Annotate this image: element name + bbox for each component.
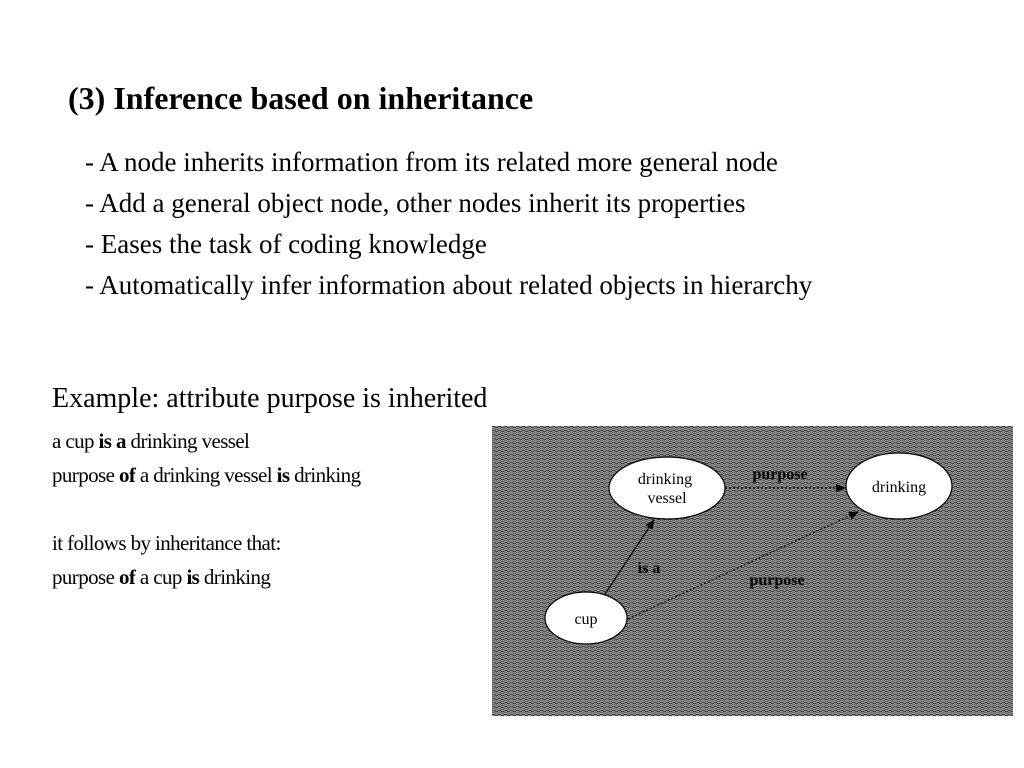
node-label: drinking vessel — [638, 471, 696, 507]
is-a-edge-label: is a — [638, 560, 661, 577]
slide-title: (3) Inference based on inheritance — [68, 80, 534, 116]
fact-spacer — [52, 492, 360, 526]
bullet-item: - Automatically infer information about … — [85, 270, 813, 300]
fact-text: a drinking vessel — [135, 463, 277, 487]
fact-keyword: of — [118, 463, 136, 487]
fact-keyword: is — [186, 565, 200, 589]
fact-keyword: is — [276, 463, 290, 487]
node-label-line: vessel — [647, 490, 687, 507]
fact-keyword: is a — [98, 429, 127, 453]
node-label: cup — [574, 611, 597, 628]
node-label: drinking — [872, 479, 926, 496]
bullet-list: - A node inherits information from its r… — [85, 142, 812, 306]
node-cup: cup — [544, 591, 628, 645]
bullet-item: - Add a general object node, other nodes… — [85, 188, 746, 218]
semantic-network-diagram: purpose is a purpose drinking vessel dri… — [492, 426, 1013, 716]
fact-text: a cup — [52, 429, 99, 453]
fact-text: drinking vessel — [125, 429, 250, 453]
fact-line-cup-purpose: purpose of a cup is drinking — [52, 560, 360, 594]
fact-text: purpose — [52, 565, 119, 589]
inherited-purpose-edge-label: purpose — [749, 572, 804, 589]
fact-text: purpose — [52, 463, 119, 487]
purpose-edge-label: purpose — [752, 466, 807, 483]
node-label-line: drinking — [638, 471, 692, 488]
fact-keyword: of — [118, 565, 136, 589]
example-facts: a cup is a drinking vessel purpose of a … — [52, 424, 361, 594]
bullet-item: - Eases the task of coding knowledge — [85, 229, 487, 259]
fact-text: drinking — [289, 463, 361, 487]
example-heading: Example: attribute purpose is inherited — [52, 383, 488, 414]
node-drinking: drinking — [845, 452, 953, 520]
bullet-item: - A node inherits information from its r… — [85, 147, 778, 177]
node-drinking-vessel: drinking vessel — [608, 456, 726, 520]
fact-text: drinking — [199, 565, 271, 589]
fact-line-vessel-purpose: purpose of a drinking vessel is drinking — [52, 458, 361, 492]
fact-line-inheritance: it follows by inheritance that: — [52, 531, 281, 555]
is-a-edge-arrow — [602, 519, 655, 598]
fact-text: a cup — [135, 565, 187, 589]
fact-line-cup-is-a: a cup is a drinking vessel — [52, 424, 360, 458]
